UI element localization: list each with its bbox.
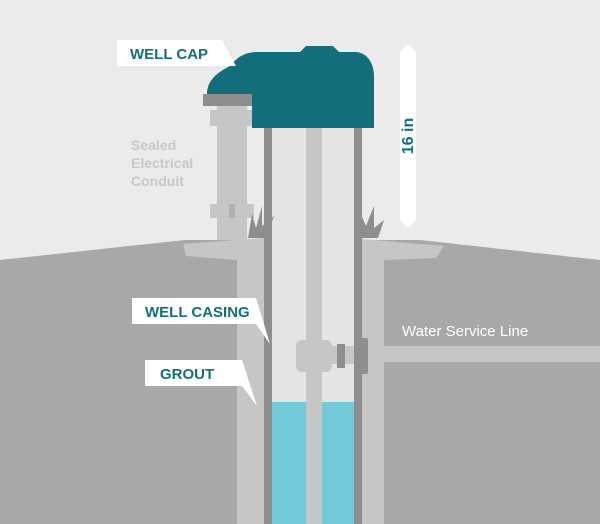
water-service-line	[354, 346, 600, 362]
electrical-conduit	[217, 106, 247, 240]
well-cap	[207, 46, 374, 128]
cap-conduit-connector	[203, 94, 257, 106]
grout-label: GROUT	[160, 366, 214, 383]
grass-tuft-right	[358, 206, 384, 238]
well-casing-left-wall	[264, 128, 272, 524]
well-casing-callout	[132, 298, 270, 344]
pitless-adapter-band	[337, 344, 345, 368]
conduit-label-line-1: Sealed	[131, 137, 176, 153]
well-cap-callout	[117, 40, 236, 66]
conduit-label-line-3: Conduit	[131, 173, 184, 189]
drop-pipe	[306, 128, 322, 524]
grass-tuft-left	[248, 206, 274, 238]
height-dimension-arrow	[400, 44, 416, 228]
grout-callout	[145, 360, 257, 406]
well-casing-label: WELL CASING	[145, 304, 250, 321]
well-cap-label: WELL CAP	[130, 46, 208, 63]
well-casing-right-wall	[354, 128, 362, 524]
pitless-adapter	[296, 340, 332, 372]
water-service-line-label: Water Service Line	[402, 323, 528, 340]
conduit-fitting-top	[210, 110, 254, 126]
height-label: 16 in	[400, 118, 417, 154]
conduit-label-line-2: Electrical	[131, 155, 193, 171]
conduit-fitting-slot	[229, 204, 235, 218]
